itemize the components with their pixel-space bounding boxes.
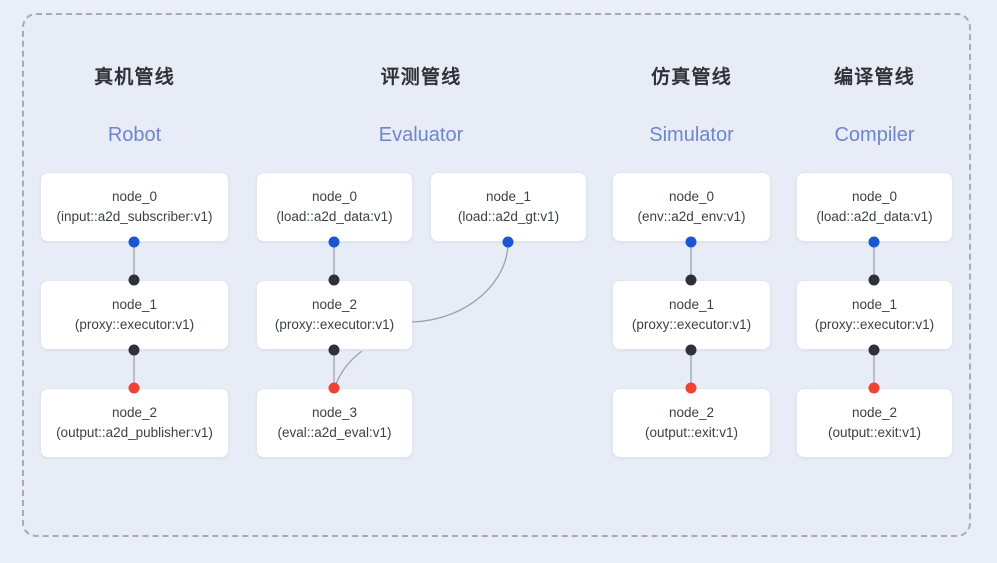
node-name: node_1	[111, 296, 158, 312]
node-simulator-2[interactable]: node_2 (output::exit:v1)	[612, 388, 771, 458]
port-output-compiler-0[interactable]	[868, 236, 880, 248]
column-subtitle-compiler: Compiler	[834, 124, 915, 146]
node-spec: (load::a2d_data:v1)	[816, 208, 933, 224]
node-compiler-2[interactable]: node_2 (output::exit:v1)	[796, 388, 953, 458]
node-evaluator-1[interactable]: node_1 (load::a2d_gt:v1)	[430, 172, 587, 242]
port-output-simulator-1[interactable]	[685, 344, 697, 356]
port-input-evaluator-2[interactable]	[328, 274, 340, 286]
node-spec: (proxy::executor:v1)	[814, 316, 935, 332]
node-simulator-1[interactable]: node_1 (proxy::executor:v1)	[612, 280, 771, 350]
port-input-evaluator-3[interactable]	[328, 382, 340, 394]
port-input-simulator-2[interactable]	[685, 382, 697, 394]
node-name: node_2	[851, 404, 898, 420]
node-name: node_2	[668, 404, 715, 420]
column-subtitle-simulator: Simulator	[649, 124, 734, 146]
column-title-evaluator: 评测管线	[380, 67, 462, 88]
port-output-compiler-1[interactable]	[868, 344, 880, 356]
node-simulator-0[interactable]: node_0 (env::a2d_env:v1)	[612, 172, 771, 242]
column-title-robot: 真机管线	[94, 67, 175, 88]
port-input-compiler-1[interactable]	[868, 274, 880, 286]
node-robot-1[interactable]: node_1 (proxy::executor:v1)	[40, 280, 229, 350]
node-compiler-0[interactable]: node_0 (load::a2d_data:v1)	[796, 172, 953, 242]
node-evaluator-2[interactable]: node_2 (proxy::executor:v1)	[256, 280, 413, 350]
column-subtitle-robot: Robot	[107, 124, 162, 146]
node-name: node_2	[111, 404, 158, 420]
node-robot-2[interactable]: node_2 (output::a2d_publisher:v1)	[40, 388, 229, 458]
port-output-evaluator-0[interactable]	[328, 236, 340, 248]
node-name: node_0	[668, 188, 715, 204]
column-title-compiler: 编译管线	[834, 67, 915, 88]
node-spec: (output::exit:v1)	[827, 424, 922, 440]
node-name: node_3	[311, 404, 358, 420]
port-output-simulator-0[interactable]	[685, 236, 697, 248]
node-robot-0[interactable]: node_0 (input::a2d_subscriber:v1)	[40, 172, 229, 242]
node-spec: (load::a2d_data:v1)	[276, 208, 393, 224]
port-output-robot-0[interactable]	[128, 236, 140, 248]
node-name: node_1	[485, 188, 532, 204]
node-spec: (proxy::executor:v1)	[631, 316, 752, 332]
port-output-robot-1[interactable]	[128, 344, 140, 356]
node-name: node_0	[111, 188, 158, 204]
node-name: node_2	[311, 296, 358, 312]
node-spec: (proxy::executor:v1)	[274, 316, 395, 332]
node-spec: (proxy::executor:v1)	[74, 316, 195, 332]
node-name: node_0	[311, 188, 358, 204]
port-output-evaluator-1[interactable]	[502, 236, 514, 248]
port-output-evaluator-2[interactable]	[328, 344, 340, 356]
node-name: node_1	[851, 296, 898, 312]
node-spec: (env::a2d_env:v1)	[637, 208, 746, 224]
node-spec: (load::a2d_gt:v1)	[457, 208, 560, 224]
node-name: node_0	[851, 188, 898, 204]
node-spec: (input::a2d_subscriber:v1)	[56, 208, 213, 224]
column-title-simulator: 仿真管线	[651, 67, 732, 88]
node-evaluator-3[interactable]: node_3 (eval::a2d_eval:v1)	[256, 388, 413, 458]
node-spec: (output::a2d_publisher:v1)	[56, 424, 213, 440]
port-input-simulator-1[interactable]	[685, 274, 697, 286]
port-input-robot-2[interactable]	[128, 382, 140, 394]
port-input-robot-1[interactable]	[128, 274, 140, 286]
column-subtitle-evaluator: Evaluator	[378, 124, 464, 146]
node-compiler-1[interactable]: node_1 (proxy::executor:v1)	[796, 280, 953, 350]
node-spec: (eval::a2d_eval:v1)	[277, 424, 392, 440]
node-spec: (output::exit:v1)	[644, 424, 739, 440]
node-name: node_1	[668, 296, 715, 312]
port-input-compiler-2[interactable]	[868, 382, 880, 394]
node-evaluator-0[interactable]: node_0 (load::a2d_data:v1)	[256, 172, 413, 242]
